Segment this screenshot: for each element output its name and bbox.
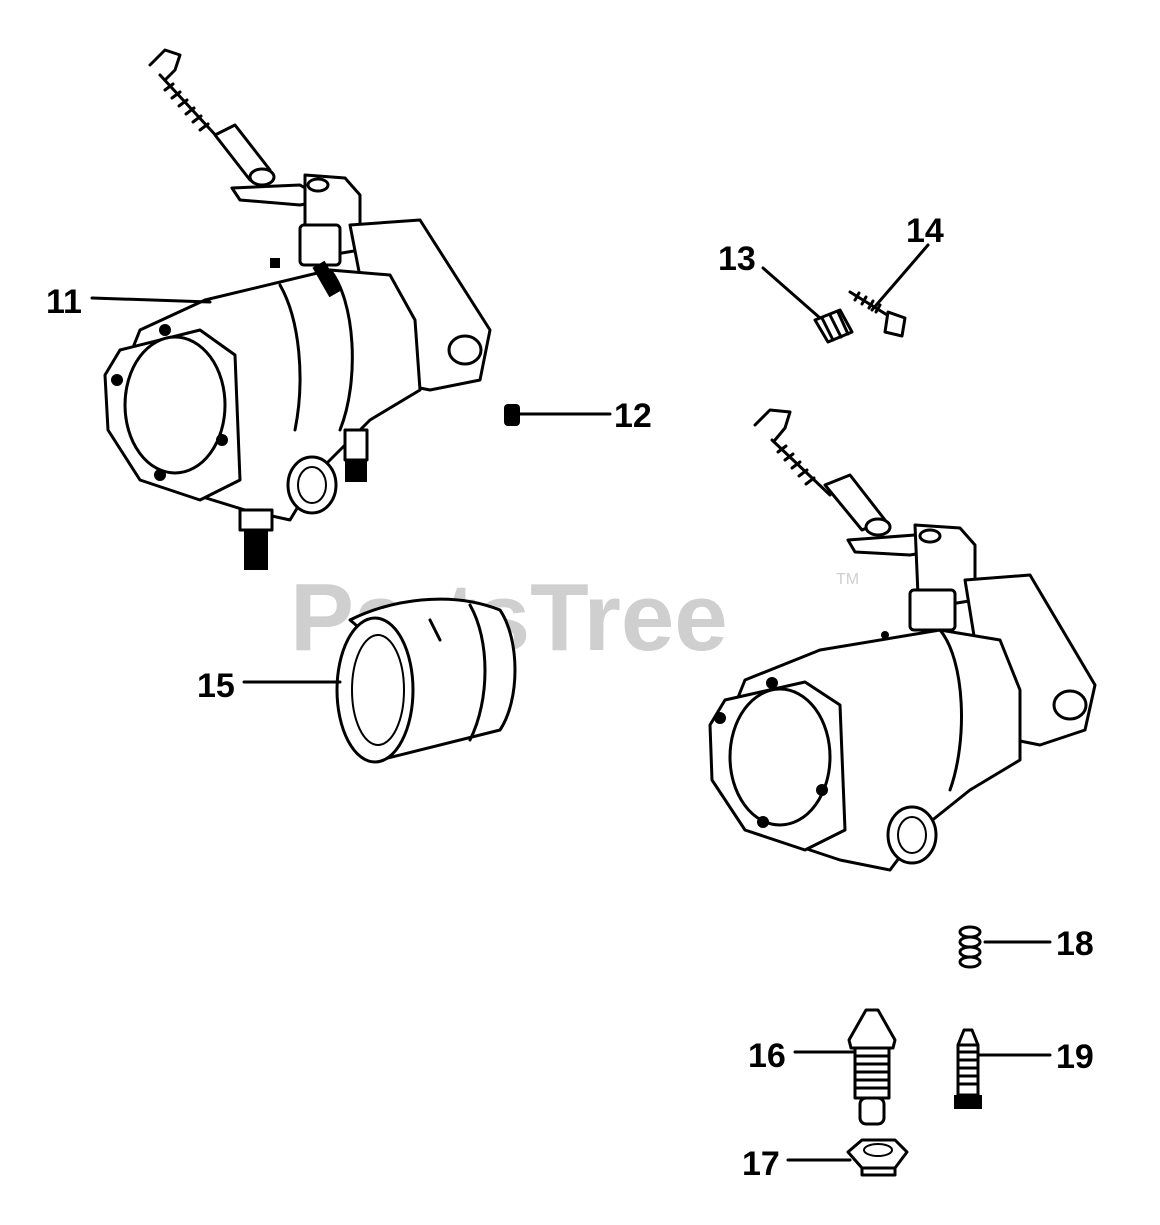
air-horn-bore xyxy=(123,335,227,475)
callout-18[interactable]: 18 xyxy=(1056,925,1094,963)
carburetor-assembly-right[interactable] xyxy=(708,408,1097,872)
callout-19[interactable]: 19 xyxy=(1056,1038,1094,1076)
callout-16[interactable]: 16 xyxy=(748,1037,786,1075)
leader-lines xyxy=(90,243,1052,1162)
choke-shaft-bend xyxy=(148,48,182,82)
part-16-needle[interactable] xyxy=(847,1008,897,1126)
part-19-needle[interactable] xyxy=(954,1028,982,1109)
leader-13 xyxy=(761,266,822,320)
carburetor-body-left[interactable] xyxy=(103,48,492,570)
callout-13[interactable]: 13 xyxy=(718,240,756,278)
part-15-venturi[interactable] xyxy=(335,597,517,764)
venturi-mouth xyxy=(335,616,415,764)
part-14-screw[interactable] xyxy=(848,290,907,338)
part-12-screw[interactable] xyxy=(504,404,520,426)
callout-11[interactable]: 11 xyxy=(46,283,82,321)
fuel-inlet-port xyxy=(286,455,338,515)
callout-15[interactable]: 15 xyxy=(197,667,235,705)
callout-14[interactable]: 14 xyxy=(906,212,944,250)
leader-11 xyxy=(90,296,212,304)
watermark-trademark: TM xyxy=(836,571,859,588)
callout-12[interactable]: 12 xyxy=(614,397,652,435)
callout-17[interactable]: 17 xyxy=(742,1145,780,1183)
thread-marks xyxy=(163,82,210,132)
part-13-spring[interactable] xyxy=(813,308,854,344)
part-17-nut[interactable] xyxy=(846,1138,909,1177)
choke-shaft-thread xyxy=(158,73,222,142)
leader-14 xyxy=(870,243,930,312)
part-18-spring[interactable] xyxy=(958,925,982,969)
